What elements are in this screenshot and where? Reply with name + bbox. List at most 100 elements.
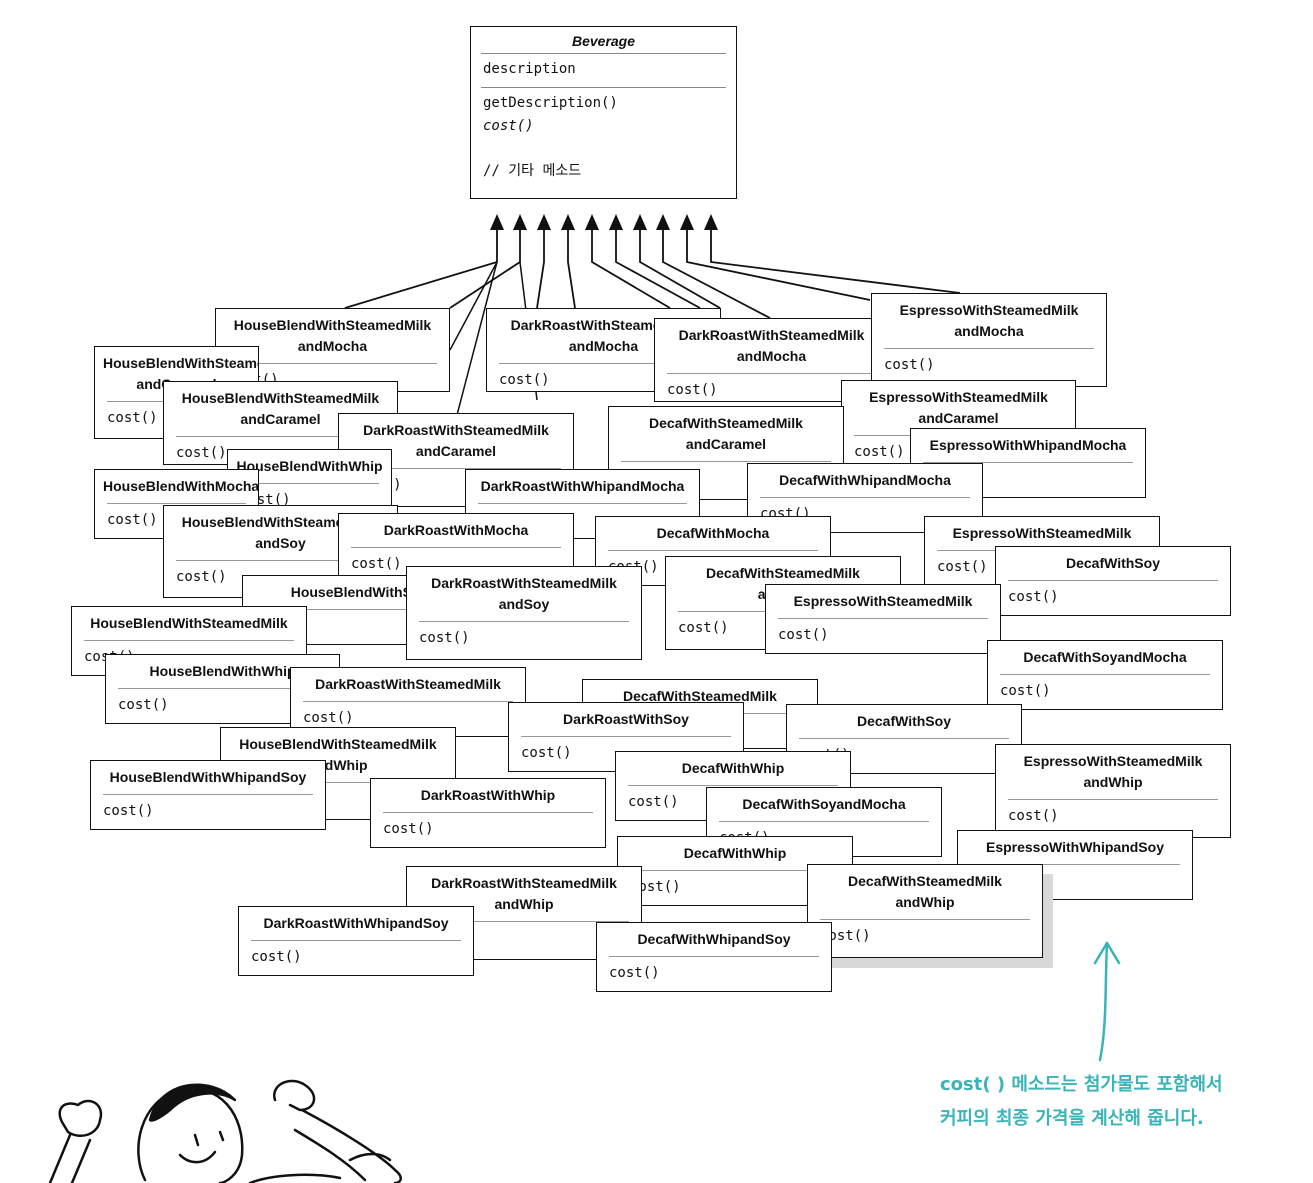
subclass-box: HouseBlendWithWhipandSoy cost()	[90, 760, 326, 830]
inheritance-line	[449, 261, 498, 351]
subclass-name: EspressoWithSteamedMilk andCaramel	[869, 389, 1048, 426]
inheritance-line	[536, 230, 545, 309]
subclass-method-cost: cost()	[118, 697, 169, 713]
subclass-box: DecafWithWhipandSoy cost()	[596, 922, 832, 992]
subclass-method-cost: cost()	[351, 556, 402, 572]
subclass-name: HouseBlendWithWhipandSoy	[109, 769, 307, 785]
inheritance-line	[591, 230, 671, 309]
subclass-name: DecafWithSoyandMocha	[742, 796, 906, 812]
subclass-method-cost: cost()	[103, 803, 154, 819]
inheritance-arrowhead	[704, 214, 718, 230]
subclass-name: EspressoWithWhipandMocha	[929, 437, 1127, 453]
subclass-name: DarkRoastWithMocha	[383, 522, 529, 538]
subclass-name: DecafWithMocha	[656, 525, 770, 541]
subclass-method-cost: cost()	[176, 445, 227, 461]
subclass-method-cost: cost()	[1008, 808, 1059, 824]
beverage-class-name: Beverage	[571, 33, 636, 49]
subclass-box: DecafWithSteamedMilk andWhip cost()	[807, 864, 1043, 958]
inheritance-line	[567, 230, 576, 309]
subclass-name: DarkRoastWithWhipandMocha	[480, 478, 685, 494]
subclass-method-cost: cost()	[1008, 589, 1059, 605]
inheritance-line	[710, 230, 961, 294]
subclass-name: HouseBlendWithSteamedMilk andSoy	[181, 514, 380, 551]
subclass-name: HouseBlendWithSteamedMilk	[90, 615, 288, 631]
inheritance-arrowhead	[537, 214, 551, 230]
subclass-name: DarkRoastWithWhipandSoy	[263, 915, 449, 931]
note-arrow	[1093, 941, 1121, 1062]
subclass-method-cost: cost()	[499, 372, 550, 388]
subclass-name: EspressoWithSteamedMilk	[793, 593, 973, 609]
subclass-box: DecafWithSoy cost()	[995, 546, 1231, 616]
subclass-method-cost: cost()	[1000, 683, 1051, 699]
subclass-name: HouseBlendWithMocha	[103, 478, 259, 494]
subclass-box: HouseBlendWithMocha cost()	[94, 469, 259, 539]
beverage-comment: // 기타 메소드	[483, 163, 582, 179]
beverage-field-description: description	[483, 61, 576, 77]
subclass-name: DarkRoastWithSteamedMilk	[315, 676, 501, 692]
flexing-man-illustration	[48, 1079, 402, 1183]
subclass-method-cost: cost()	[303, 710, 354, 726]
subclass-name: HouseBlendWithSteamedMilk andMocha	[233, 317, 432, 354]
subclass-method-cost: cost()	[419, 630, 470, 646]
inheritance-arrowhead	[561, 214, 575, 230]
beverage-class: Beverage description getDescription() co…	[470, 26, 737, 199]
subclass-name: DarkRoastWithSteamedMilk andMocha	[678, 327, 865, 364]
subclass-name: DecafWithWhip	[683, 845, 787, 861]
subclass-name: DarkRoastWithSteamedMilk andWhip	[431, 875, 617, 912]
subclass-method-cost: cost()	[107, 512, 158, 528]
subclass-name: DecafWithSoyandMocha	[1023, 649, 1187, 665]
subclass-name: HouseBlendWithSoy	[290, 584, 429, 600]
inheritance-line	[686, 230, 871, 301]
subclass-name: HouseBlendWithWhip	[149, 663, 296, 679]
subclass-method-cost: cost()	[176, 569, 227, 585]
subclass-method-cost: cost()	[820, 928, 871, 944]
subclass-method-cost: cost()	[521, 745, 572, 761]
subclass-method-cost: cost()	[609, 965, 660, 981]
subclass-method-cost: cost()	[628, 794, 679, 810]
subclass-name: DecafWithWhipandMocha	[779, 472, 951, 488]
subclass-method-cost: cost()	[251, 949, 302, 965]
inheritance-line	[615, 230, 701, 309]
subclass-method-cost: cost()	[383, 821, 434, 837]
inheritance-arrowhead	[656, 214, 670, 230]
note-line-2: 커피의 최종 가격을 계산해 줍니다.	[940, 1108, 1204, 1129]
inheritance-line	[449, 230, 521, 309]
inheritance-arrowhead	[633, 214, 647, 230]
subclass-method-cost: cost()	[630, 879, 681, 895]
subclass-method-cost: cost()	[107, 410, 158, 426]
inheritance-line	[662, 230, 771, 319]
subclass-method-cost: cost()	[678, 620, 729, 636]
subclass-name: HouseBlendWithSteamedMilk andCaramel	[181, 390, 380, 427]
inheritance-arrowhead	[490, 214, 504, 230]
inheritance-arrowhead	[680, 214, 694, 230]
subclass-name: DarkRoastWithSteamedMilk andSoy	[431, 575, 617, 612]
subclass-name: DecafWithWhip	[681, 760, 785, 776]
inheritance-arrowhead	[585, 214, 599, 230]
subclass-name: DecafWithSteamedMilk andCaramel	[649, 415, 803, 452]
subclass-name: DarkRoastWithSteamedMilk andCaramel	[363, 422, 549, 459]
subclass-method-cost: cost()	[937, 559, 988, 575]
subclass-box: DarkRoastWithSteamedMilk andSoy cost()	[406, 566, 642, 660]
inheritance-arrowhead	[513, 214, 527, 230]
subclass-name: EspressoWithSteamedMilk	[952, 525, 1132, 541]
subclass-box: DarkRoastWithWhipandSoy cost()	[238, 906, 474, 976]
subclass-name: DecafWithSoy	[856, 713, 951, 729]
inheritance-arrowhead	[609, 214, 623, 230]
subclass-name: DarkRoastWithSoy	[563, 711, 689, 727]
subclass-name: DecafWithSteamedMilk	[623, 688, 777, 704]
subclass-name: DecafWithSoy	[1065, 555, 1160, 571]
note-annotation: cost( ) 메소드는 첨가물도 포함해서 커피의 최종 가격을 계산해 줍니…	[940, 1068, 1223, 1136]
subclass-method-cost: cost()	[884, 357, 935, 373]
subclass-box: DecafWithSoyandMocha cost()	[987, 640, 1223, 710]
subclass-box: EspressoWithSteamedMilk andWhip cost()	[995, 744, 1231, 838]
subclass-method-cost: cost()	[667, 382, 718, 398]
subclass-name: EspressoWithWhipandSoy	[985, 839, 1164, 855]
subclass-name: DecafWithWhipandSoy	[637, 931, 791, 947]
subclass-name: DecafWithSteamedMilk andWhip	[848, 873, 1002, 910]
subclass-name: EspressoWithSteamedMilk andWhip	[1023, 753, 1203, 790]
note-line-1: cost( ) 메소드는 첨가물도 포함해서	[940, 1074, 1223, 1095]
